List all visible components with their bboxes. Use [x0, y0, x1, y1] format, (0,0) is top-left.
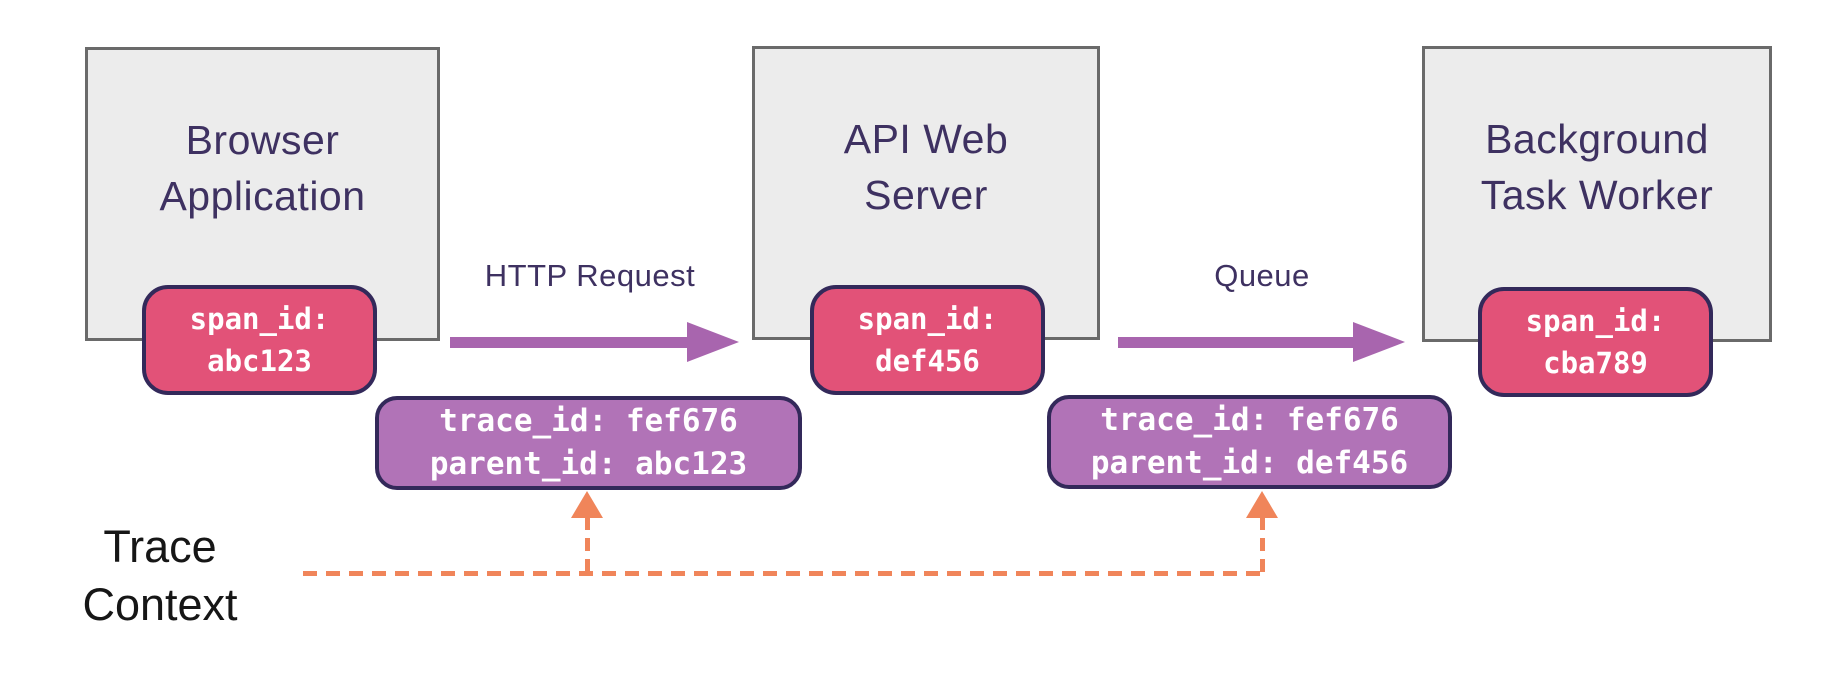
span-badge-value: cba789 — [1543, 346, 1648, 380]
span-badge-abc123: span_id: abc123 — [142, 285, 377, 395]
trace-context-label: Trace Context — [36, 518, 284, 634]
service-title-line1: Browser — [185, 117, 340, 163]
trace-context-dashed-line-horizontal — [303, 571, 1262, 576]
flow-arrow-queue-shaft — [1118, 337, 1353, 348]
service-title: Background Task Worker — [1425, 111, 1769, 223]
context-badge-parent-abc123: trace_id: fef676 parent_id: abc123 — [375, 396, 802, 490]
service-title-line1: Background — [1485, 116, 1709, 162]
trace-context-dashed-line-vertical-left — [585, 517, 590, 573]
service-title: API Web Server — [755, 111, 1097, 223]
flow-arrow-queue-head — [1353, 322, 1405, 362]
context-badge-parent-id: parent_id: abc123 — [429, 446, 748, 482]
span-badge-key: span_id: — [189, 302, 330, 336]
flow-arrow-http-request-shaft — [450, 337, 687, 348]
trace-context-arrowhead-left — [571, 491, 603, 518]
flow-arrow-http-request-head — [687, 322, 739, 362]
context-badge-parent-id: parent_id: def456 — [1090, 445, 1409, 481]
context-badge-trace-id: trace_id: fef676 — [1100, 402, 1399, 438]
trace-context-arrowhead-right — [1246, 491, 1278, 518]
trace-context-label-line1: Trace — [103, 521, 217, 572]
span-badge-key: span_id: — [857, 302, 998, 336]
trace-context-label-line2: Context — [82, 579, 238, 630]
span-badge-def456: span_id: def456 — [810, 285, 1045, 395]
service-title-line2: Task Worker — [1480, 172, 1714, 218]
span-badge-value: abc123 — [207, 344, 312, 378]
context-badge-parent-def456: trace_id: fef676 parent_id: def456 — [1047, 395, 1452, 489]
span-badge-cba789: span_id: cba789 — [1478, 287, 1713, 397]
span-badge-value: def456 — [875, 344, 980, 378]
service-title-line1: API Web — [843, 116, 1009, 162]
service-title: Browser Application — [88, 112, 437, 224]
flow-label-queue: Queue — [1214, 258, 1310, 293]
trace-context-dashed-line-vertical-right — [1260, 517, 1265, 573]
context-badge-trace-id: trace_id: fef676 — [439, 403, 738, 439]
flow-label-http-request: HTTP Request — [484, 258, 696, 293]
service-title-line2: Application — [159, 173, 366, 219]
service-title-line2: Server — [864, 172, 988, 218]
span-badge-key: span_id: — [1525, 304, 1666, 338]
